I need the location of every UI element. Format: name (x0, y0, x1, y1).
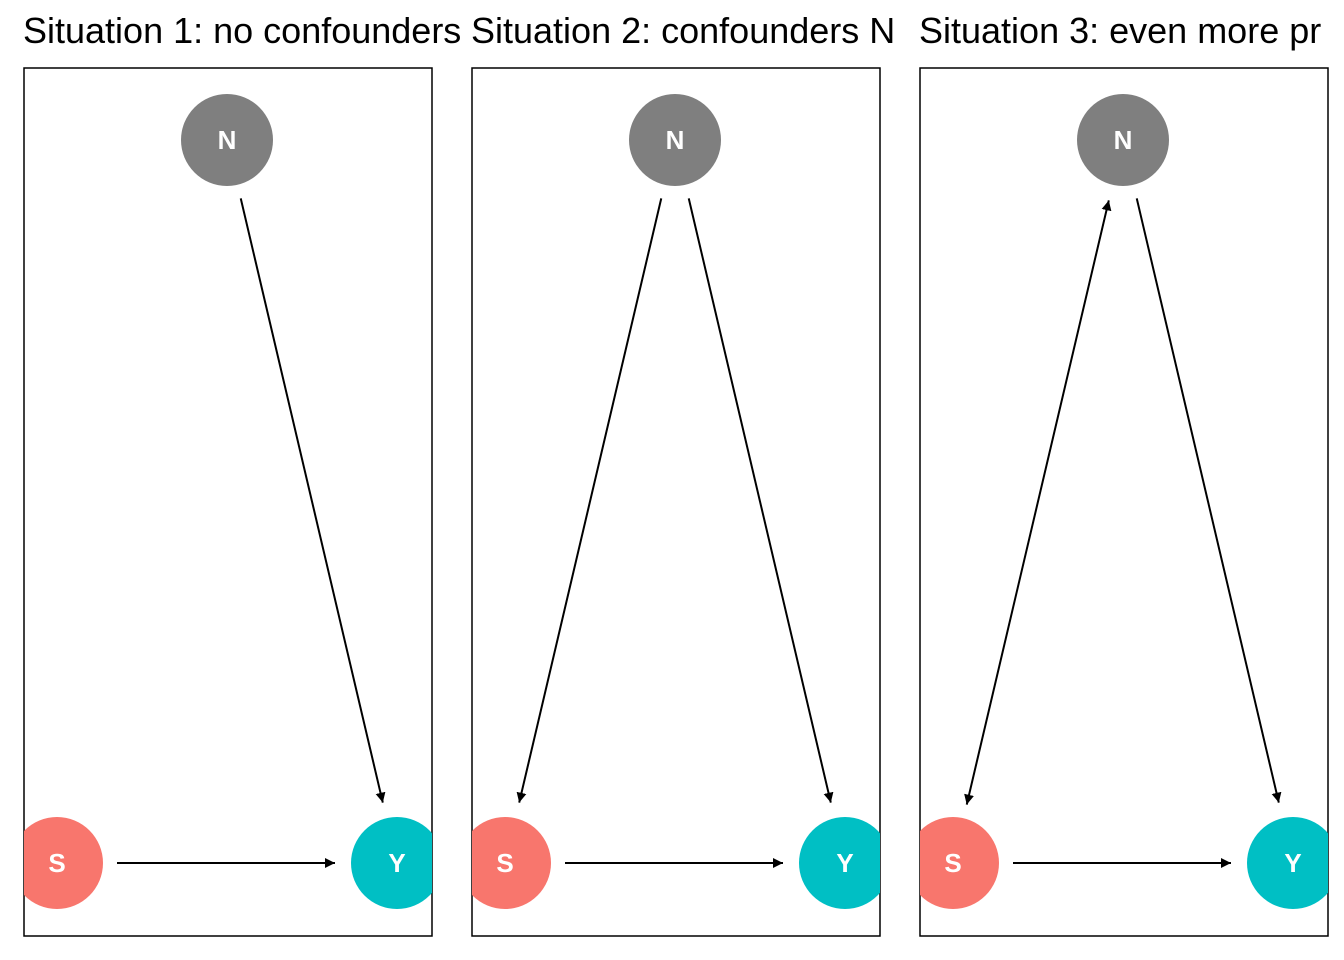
node-N (1077, 94, 1169, 186)
edge-S-N (964, 200, 1112, 805)
node-S (24, 817, 103, 909)
edge-N-S (516, 198, 663, 803)
node-Y (1247, 817, 1328, 909)
node-Y-label: Y (388, 848, 405, 878)
panel-1: N S Y (23, 67, 433, 937)
edge-N-Y (1135, 198, 1282, 803)
panel-3: N S Y (919, 67, 1329, 937)
node-N (181, 94, 273, 186)
node-S (472, 817, 551, 909)
node-N-label: N (1114, 125, 1133, 155)
node-Y (799, 817, 880, 909)
edge-N-Y (687, 198, 834, 803)
node-Y (351, 817, 432, 909)
node-S-label: S (944, 848, 961, 878)
edge-N-Y (239, 198, 386, 803)
node-Y-label: Y (1284, 848, 1301, 878)
node-S-label: S (496, 848, 513, 878)
node-S (920, 817, 999, 909)
node-N-label: N (666, 125, 685, 155)
node-N (629, 94, 721, 186)
node-N-label: N (218, 125, 237, 155)
panel-border (919, 67, 1329, 937)
panel-1-title: Situation 1: no confounders (23, 10, 462, 51)
node-Y-label: Y (836, 848, 853, 878)
panel-2: N S Y (471, 67, 881, 937)
panel-border (23, 67, 433, 937)
panel-3-title: Situation 3: even more pr (919, 10, 1322, 51)
panel-border (471, 67, 881, 937)
panel-2-title: Situation 2: confounders N (471, 10, 896, 51)
node-S-label: S (48, 848, 65, 878)
